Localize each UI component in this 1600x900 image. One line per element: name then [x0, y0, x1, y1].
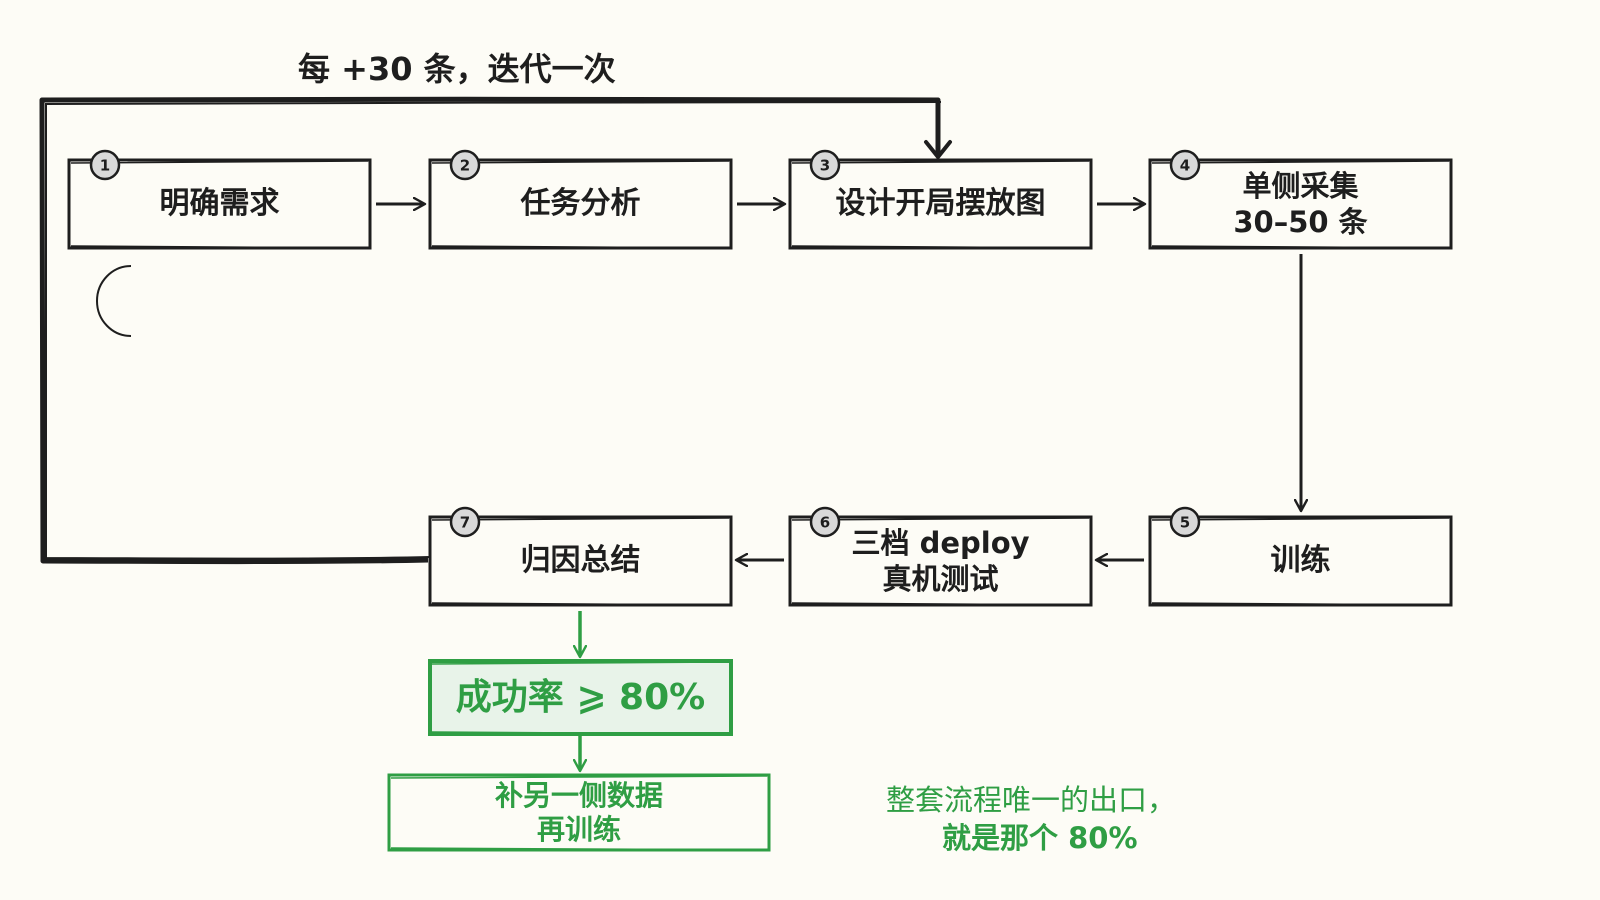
step-box-2 — [428, 158, 733, 250]
step-box-6 — [788, 515, 1093, 607]
exit-note-line1: 整套流程唯一的出口， — [886, 783, 1177, 817]
step-badge-4: 4 — [1169, 149, 1201, 181]
step-box-5 — [1148, 515, 1453, 607]
loop-label: 每 +30 条，迭代一次 — [298, 50, 616, 88]
step-label-5-text: 训练 — [1270, 543, 1331, 579]
success-box-text: 成功率 ⩾ 80% — [455, 677, 706, 718]
svg-text:6: 6 — [820, 514, 830, 532]
step-badge-3: 3 — [809, 149, 841, 181]
sketch-arc — [96, 265, 132, 337]
step-box-1 — [67, 158, 372, 250]
svg-text:7: 7 — [460, 514, 470, 532]
step-badge-7: 7 — [449, 506, 481, 538]
step-label-1-text: 明确需求 — [159, 186, 280, 222]
step-label-7: 归因总结 — [430, 517, 731, 605]
svg-text:2: 2 — [460, 157, 470, 175]
step-label-6-line1: 三档 deploy — [851, 525, 1030, 560]
fallback-box-line2: 再训练 — [536, 812, 621, 846]
svg-text:4: 4 — [1180, 157, 1190, 175]
step-label-1: 明确需求 — [69, 160, 370, 248]
success-box-frame — [428, 659, 733, 736]
step-badge-2: 2 — [449, 149, 481, 181]
fallback-box-line1: 补另一侧数据 — [494, 778, 663, 812]
svg-text:3: 3 — [820, 157, 830, 175]
step-label-4-line1: 单侧采集 — [1242, 168, 1359, 203]
step-label-5: 训练 — [1150, 517, 1451, 605]
step-label-2-text: 任务分析 — [520, 186, 641, 222]
exit-note-line2: 就是那个 80% — [942, 820, 1138, 855]
step-badge-1: 1 — [89, 149, 121, 181]
step-label-4-line2: 30–50 条 — [1233, 205, 1368, 239]
step-badge-5: 5 — [1169, 506, 1201, 538]
step-label-6-line2: 真机测试 — [882, 562, 999, 596]
step-label-4: 单侧采集 30–50 条 — [1150, 160, 1451, 248]
step-label-7-text: 归因总结 — [520, 543, 641, 579]
step-label-3: 设计开局摆放图 — [790, 160, 1091, 248]
svg-text:5: 5 — [1180, 514, 1190, 532]
step-label-6: 三档 deploy 真机测试 — [790, 517, 1091, 605]
svg-text:1: 1 — [100, 157, 110, 175]
step-badge-6: 6 — [809, 506, 841, 538]
step-box-7 — [428, 515, 733, 607]
fallback-box-frame — [387, 773, 771, 852]
exit-note: 整套流程唯一的出口， 就是那个 80% — [886, 782, 1176, 857]
success-box: 成功率 ⩾ 80% — [430, 661, 731, 734]
step-box-3 — [788, 158, 1093, 250]
fallback-box: 补另一侧数据 再训练 — [389, 775, 769, 850]
step-box-4 — [1148, 158, 1453, 250]
loop-back-connector — [39, 96, 952, 565]
step-label-2: 任务分析 — [430, 160, 731, 248]
step-label-3-text: 设计开局摆放图 — [835, 186, 1046, 222]
